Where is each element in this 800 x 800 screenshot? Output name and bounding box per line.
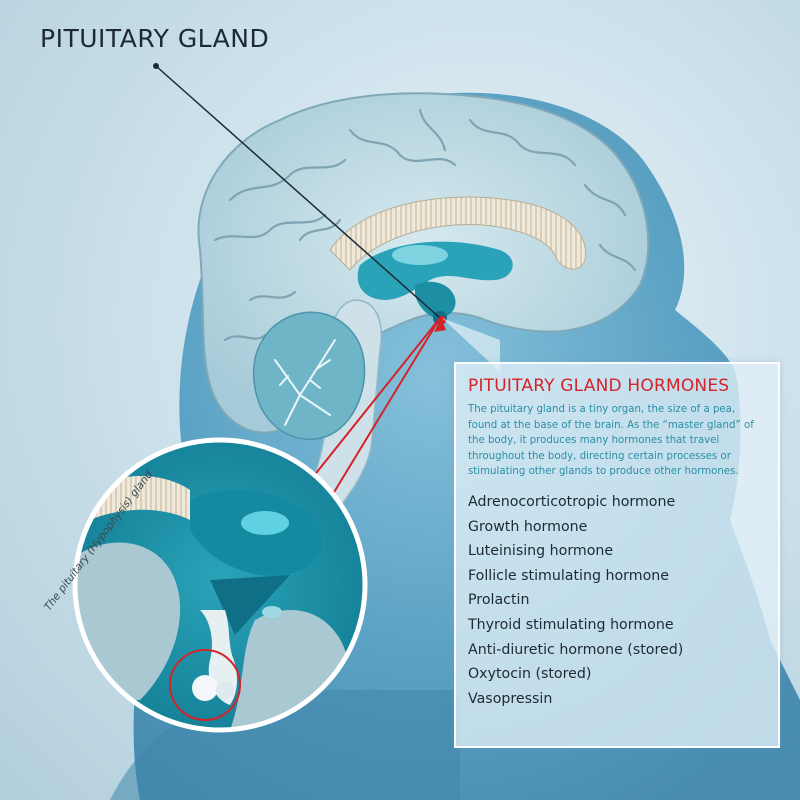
- hormone-item: Adrenocorticotropic hormone: [468, 493, 676, 510]
- hormone-list: Adrenocorticotropic hormone Growth hormo…: [468, 490, 766, 711]
- cerebellum: [252, 311, 366, 440]
- zoom-view: [72, 437, 368, 733]
- hormone-item: Thyroid stimulating hormone: [468, 616, 674, 633]
- hormone-item: Prolactin: [468, 592, 530, 609]
- zoom-connector-upper: [304, 317, 441, 488]
- title-pointer: [155, 65, 441, 319]
- brain-folds: [213, 108, 637, 342]
- title-pointer-dot: [153, 63, 159, 69]
- ventricle-highlight: [392, 245, 448, 265]
- hormone-item: Oxytocin (stored): [468, 666, 592, 683]
- hormone-item: Follicle stimulating hormone: [468, 567, 669, 584]
- hormone-item: Vasopressin: [468, 690, 553, 707]
- page-title: PITUITARY GLAND: [40, 24, 270, 53]
- red-arrow: [434, 318, 446, 332]
- hypothalamus: [415, 281, 456, 318]
- hormone-item: Growth hormone: [468, 518, 588, 535]
- info-description: The pituitary gland is a tiny organ, the…: [468, 404, 754, 478]
- hormone-item: Anti-diuretic hormone (stored): [468, 641, 684, 658]
- zoom-highlight-ring: [169, 649, 241, 721]
- info-panel: PITUITARY GLAND HORMONES The pituitary g…: [454, 362, 780, 748]
- hormone-item: Luteinising hormone: [468, 543, 614, 560]
- corpus-callosum: [329, 196, 587, 271]
- spotlight: [442, 318, 500, 372]
- info-heading: PITUITARY GLAND HORMONES: [468, 376, 730, 396]
- arbor-vitae: [274, 339, 336, 426]
